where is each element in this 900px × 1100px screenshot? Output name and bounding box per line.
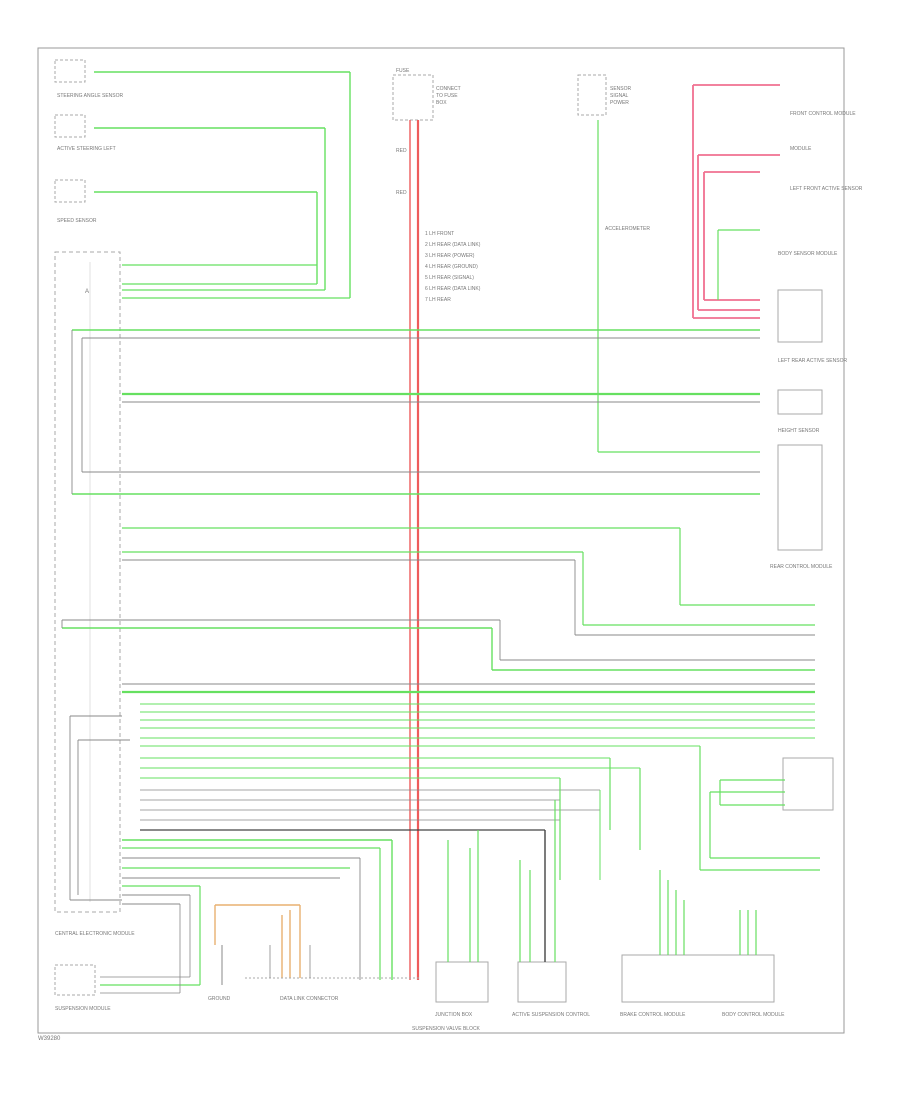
legend-item-3: 3 LH REAR (POWER) <box>425 253 475 259</box>
svg-text:CONNECT: CONNECT <box>436 86 461 92</box>
right-modules: BODY SENSOR MODULE LEFT REAR ACTIVE SENS… <box>717 229 847 811</box>
svg-text:A: A <box>85 289 89 295</box>
brake-control-module-label: BRAKE CONTROL MODULE <box>620 1012 686 1018</box>
legend-item-5: 5 LH REAR (SIGNAL) <box>425 275 474 281</box>
rear-control-module-label: REAR CONTROL MODULE <box>770 564 833 570</box>
central-module-block: A CENTRAL ELECTRONIC MODULE SUSPENSION M… <box>54 251 135 1012</box>
top-left-sensors: STEERING ANGLE SENSOR ACTIVE STEERING LE… <box>54 59 351 298</box>
diagram-border <box>37 47 845 1034</box>
legend-item-6: 6 LH REAR (DATA LINK) <box>425 286 481 292</box>
legend-item-7: 7 LH REAR <box>425 297 451 303</box>
active-steering-left-label: ACTIVE STEERING LEFT <box>57 146 116 152</box>
fuse-label: FUSE <box>396 68 410 74</box>
ground-label: GROUND <box>208 996 231 1002</box>
accelerometer-block: SENSOR SIGNAL POWER ACCELEROMETER <box>577 74 760 453</box>
ground-block: GROUND DATA LINK CONNECTOR <box>208 904 420 1002</box>
signal-bus <box>62 264 815 994</box>
svg-text:SIGNAL: SIGNAL <box>610 93 629 99</box>
svg-text:BOX: BOX <box>436 100 447 106</box>
legend-item-4: 4 LH REAR (GROUND) <box>425 264 478 270</box>
left-loopbacks <box>61 330 130 901</box>
fuse-block: FUSE CONNECT TO FUSE BOX RED RED <box>392 68 461 980</box>
legend-item-2: 2 LH REAR (DATA LINK) <box>425 242 481 248</box>
svg-text:TO FUSE: TO FUSE <box>436 93 458 99</box>
height-sensor-label: HEIGHT SENSOR <box>778 428 820 434</box>
svg-text:RED: RED <box>396 148 407 154</box>
accelerometer-label: ACCELEROMETER <box>605 226 650 232</box>
data-link-connector-label: DATA LINK CONNECTOR <box>280 996 339 1002</box>
suspension-module-label: SUSPENSION MODULE <box>55 1006 111 1012</box>
steering-angle-sensor-label: STEERING ANGLE SENSOR <box>57 93 124 99</box>
central-electronic-module-label: CENTRAL ELECTRONIC MODULE <box>55 931 135 937</box>
pink-wire-group: FRONT CONTROL MODULE MODULE LEFT FRONT A… <box>692 84 863 319</box>
svg-text:RED: RED <box>396 190 407 196</box>
svg-text:SENSOR: SENSOR <box>610 86 632 92</box>
legend-list: 1 LH FRONT 2 LH REAR (DATA LINK) 3 LH RE… <box>425 231 481 303</box>
active-suspension-label: ACTIVE SUSPENSION CONTROL <box>512 1012 590 1018</box>
bottom-modules: GROUND DATA LINK CONNECTOR JUNCTION BOX … <box>208 758 785 1018</box>
right-junction <box>699 746 820 871</box>
footer-code: W39280 <box>38 1036 61 1042</box>
body-sensor-module-label: BODY SENSOR MODULE <box>778 251 838 257</box>
legend-item-1: 1 LH FRONT <box>425 231 454 237</box>
junction-box-label: JUNCTION BOX <box>435 1012 473 1018</box>
module-tr-label: MODULE <box>790 146 812 152</box>
speed-sensor-label: SPEED SENSOR <box>57 218 97 224</box>
front-control-module-label: FRONT CONTROL MODULE <box>790 111 856 117</box>
left-front-sensor-label: LEFT FRONT ACTIVE SENSOR <box>790 186 863 192</box>
left-rear-sensor-label: LEFT REAR ACTIVE SENSOR <box>778 358 847 364</box>
body-control-module-label: BODY CONTROL MODULE <box>722 1012 785 1018</box>
svg-text:POWER: POWER <box>610 100 629 106</box>
suspension-valve-label: SUSPENSION VALVE BLOCK <box>412 1026 481 1032</box>
